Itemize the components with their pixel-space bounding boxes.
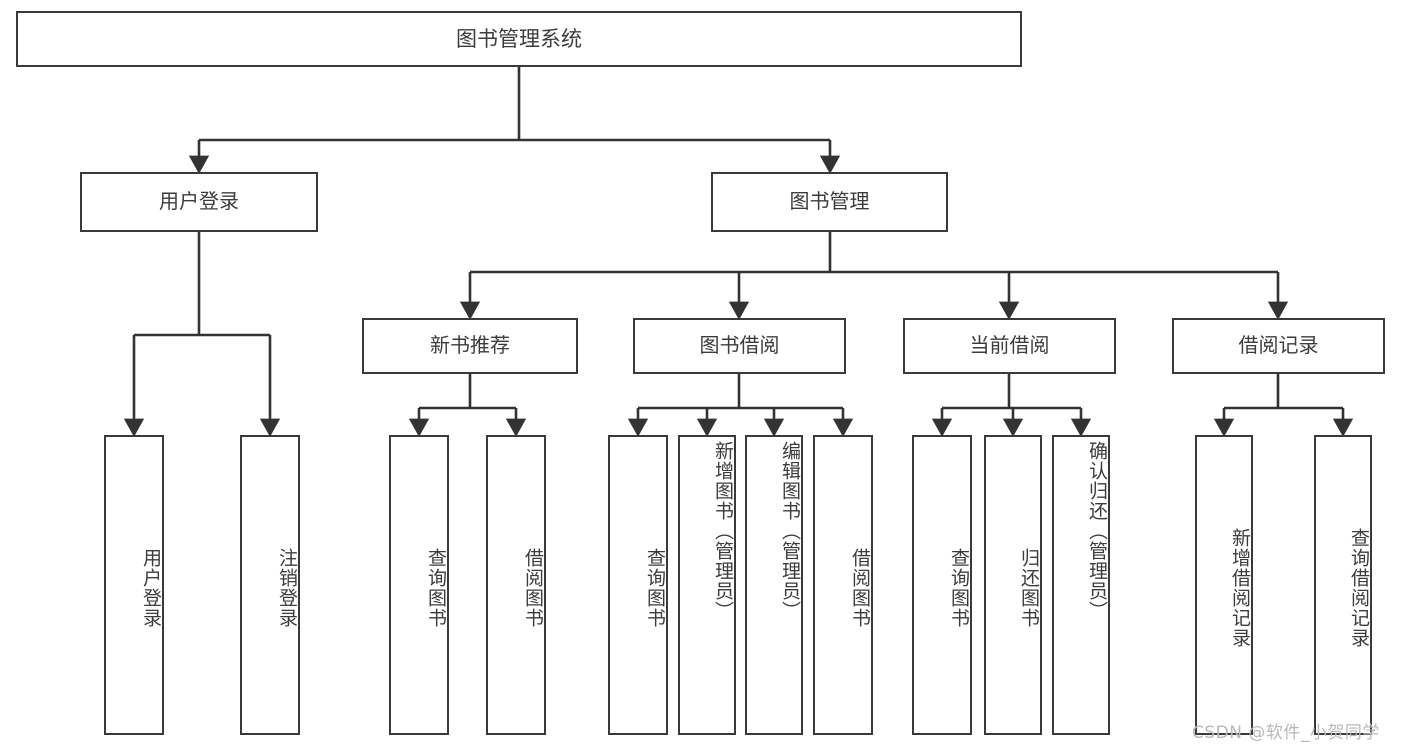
node-leaf-query-book-3[interactable]: 查询图书	[912, 435, 972, 735]
node-leaf-query-book-3-label: 查询图书	[948, 548, 970, 628]
node-leaf-user-login-label: 用户登录	[140, 548, 162, 628]
node-book-management[interactable]: 图书管理	[711, 172, 948, 232]
node-leaf-logout-label: 注销登录	[276, 548, 298, 628]
node-borrow-record[interactable]: 借阅记录	[1172, 318, 1385, 374]
node-root[interactable]: 图书管理系统	[16, 11, 1022, 67]
node-leaf-edit-book-label: 编辑图书（管理员）	[779, 441, 801, 621]
node-new-book-recommend-label: 新书推荐	[430, 333, 510, 358]
node-leaf-borrow-book-2[interactable]: 借阅图书	[813, 435, 873, 735]
node-leaf-query-book-1[interactable]: 查询图书	[389, 435, 449, 735]
node-leaf-borrow-book-1-label: 借阅图书	[522, 548, 544, 628]
node-root-label: 图书管理系统	[456, 26, 582, 51]
node-leaf-borrow-book-1[interactable]: 借阅图书	[486, 435, 546, 735]
node-leaf-query-book-2[interactable]: 查询图书	[608, 435, 668, 735]
node-leaf-query-book-2-label: 查询图书	[644, 548, 666, 628]
node-leaf-add-book[interactable]: 新增图书（管理员）	[678, 435, 736, 735]
node-leaf-query-book-1-label: 查询图书	[425, 548, 447, 628]
node-borrow-record-label: 借阅记录	[1238, 333, 1319, 358]
node-leaf-query-record[interactable]: 查询借阅记录	[1314, 435, 1372, 735]
node-leaf-add-record[interactable]: 新增借阅记录	[1195, 435, 1253, 735]
node-leaf-add-record-label: 新增借阅记录	[1229, 528, 1251, 648]
node-leaf-add-book-label: 新增图书（管理员）	[712, 441, 734, 621]
node-current-borrow[interactable]: 当前借阅	[903, 318, 1116, 374]
node-leaf-confirm-return[interactable]: 确认归还（管理员）	[1052, 435, 1110, 735]
node-user-login-label: 用户登录	[159, 189, 239, 214]
node-leaf-confirm-return-label: 确认归还（管理员）	[1086, 441, 1108, 621]
node-book-borrow-label: 图书借阅	[699, 333, 780, 358]
node-user-login[interactable]: 用户登录	[80, 172, 318, 232]
node-leaf-logout[interactable]: 注销登录	[240, 435, 300, 735]
node-leaf-borrow-book-2-label: 借阅图书	[849, 548, 871, 628]
node-leaf-user-login[interactable]: 用户登录	[104, 435, 164, 735]
node-book-borrow[interactable]: 图书借阅	[633, 318, 846, 374]
node-current-borrow-label: 当前借阅	[969, 333, 1050, 358]
node-leaf-edit-book[interactable]: 编辑图书（管理员）	[745, 435, 803, 735]
node-leaf-return-book[interactable]: 归还图书	[984, 435, 1042, 735]
watermark: CSDN @软件_小贺同学	[1192, 723, 1380, 743]
node-book-management-label: 图书管理	[789, 189, 870, 214]
node-leaf-return-book-label: 归还图书	[1018, 548, 1040, 628]
node-leaf-query-record-label: 查询借阅记录	[1348, 528, 1370, 648]
node-new-book-recommend[interactable]: 新书推荐	[362, 318, 578, 374]
